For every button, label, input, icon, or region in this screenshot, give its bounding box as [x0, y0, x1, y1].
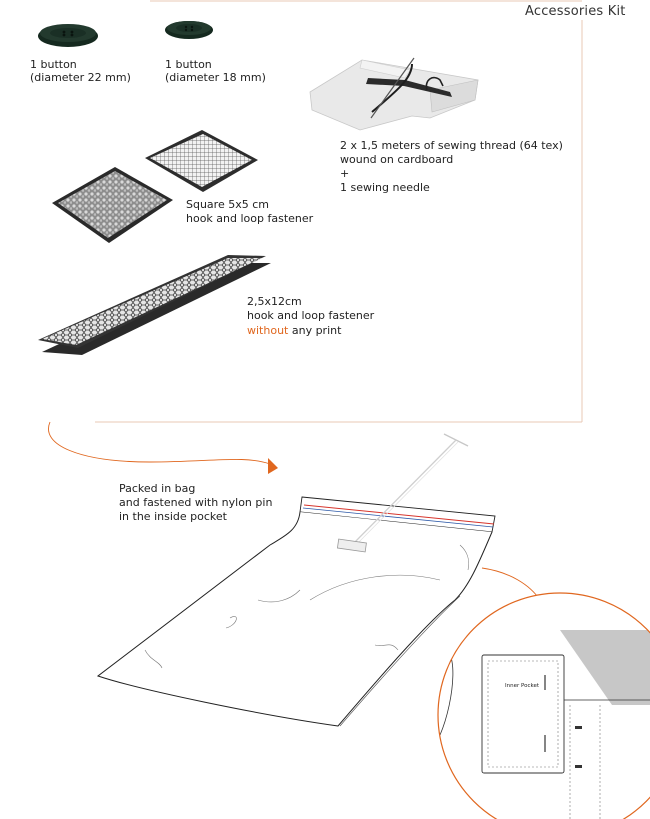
arrow-head-icon [268, 458, 278, 474]
bag-line1: Packed in bag [119, 482, 196, 495]
button-small-size: (diameter 18 mm) [165, 71, 266, 84]
page-title: Accessories Kit [525, 4, 626, 19]
strip-fastener-line1: 2,5x12cm [247, 295, 302, 308]
square-fastener-line1: Square 5x5 cm [186, 198, 269, 211]
button-small-icon [165, 21, 213, 39]
thread-line1: 2 x 1,5 meters of sewing thread (64 tex) [340, 139, 563, 152]
thread-line2: wound on cardboard [340, 153, 454, 166]
thread-line3: + [340, 167, 350, 180]
button-large-icon [38, 24, 98, 47]
thread-line4: 1 sewing needle [340, 181, 430, 194]
highlight-without: without [247, 324, 289, 337]
inner-pocket-label: Inner Pocket [505, 683, 540, 689]
strip-fastener-line3: without any print [247, 324, 341, 337]
strip-fastener-rest: any print [288, 324, 342, 337]
needle-icon [370, 57, 415, 119]
strip-fastener-line2: hook and loop fastener [247, 309, 375, 322]
bag-line3: in the inside pocket [119, 510, 227, 523]
button-large-qty: 1 button [30, 58, 77, 71]
bag-line2: and fastened with nylon pin [119, 496, 273, 509]
button-large-size: (diameter 22 mm) [30, 71, 131, 84]
nylon-pin-icon [336, 433, 469, 553]
square-fastener-line2: hook and loop fastener [186, 212, 314, 225]
button-small-qty: 1 button [165, 58, 212, 71]
